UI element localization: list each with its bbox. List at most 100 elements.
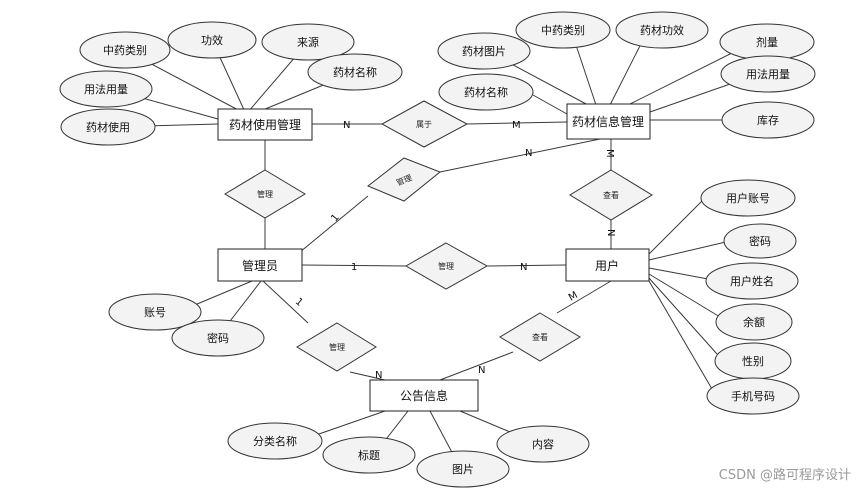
edge-admin-managenotice [262, 280, 309, 324]
edge-notice-content [459, 410, 511, 433]
card-manageinfo-info: N [525, 148, 532, 159]
attr-info-effect-label: 药材功效 [640, 23, 684, 37]
edge-managenotice-notice [349, 371, 386, 381]
attr-user-account-label: 用户账号 [726, 191, 770, 205]
attr-notice-image-label: 图片 [452, 463, 474, 476]
card-viewnotice-notice: N [478, 365, 485, 376]
edge-user-account [648, 197, 706, 255]
card-admin-manageuser: 1 [351, 262, 357, 273]
attr-use-dosage: 用法用量 [59, 70, 153, 108]
edge-notice-image [429, 410, 456, 459]
attr-info-dose: 剂量 [719, 23, 815, 61]
attr-info-stock: 库存 [721, 101, 815, 139]
attr-use-usage-label: 药材使用 [86, 120, 130, 134]
attr-admin-account: 账号 [108, 293, 202, 331]
edge-user-viewnotice [556, 280, 612, 314]
entity-med-info-label: 药材信息管理 [572, 114, 644, 129]
entity-admin-label: 管理员 [242, 258, 278, 273]
attr-user-gender: 性别 [714, 342, 792, 380]
card-info-viewinfo: M [604, 149, 615, 158]
attr-info-name-label: 药材名称 [464, 85, 508, 99]
attr-info-dosage-label: 用法用量 [746, 67, 790, 81]
attr-notice-content: 内容 [496, 425, 590, 463]
rel-manage-use-label: 管理 [257, 189, 273, 199]
entity-med-use-label: 药材使用管理 [229, 117, 301, 132]
attr-use-source: 来源 [261, 23, 355, 61]
edge-notice-category [315, 410, 386, 436]
attr-use-name-label: 药材名称 [333, 65, 377, 79]
edge-user-password [648, 240, 731, 261]
edge-admin-manageuser [301, 264, 407, 267]
attr-use-category: 中药类别 [79, 31, 171, 69]
attr-user-account: 用户账号 [700, 179, 796, 217]
card-viewinfo-user: N [605, 229, 616, 236]
edge-manageinfo-info [439, 138, 601, 173]
watermark: CSDN @路可程序设计 [718, 468, 851, 483]
entity-med-use: 药材使用管理 [217, 108, 313, 141]
attr-use-dosage-label: 用法用量 [84, 82, 128, 96]
attr-user-name: 用户姓名 [705, 262, 799, 300]
attr-use-effect: 功效 [167, 21, 257, 59]
card-user-viewnotice: M [567, 290, 580, 304]
attr-info-category: 中药类别 [515, 11, 611, 49]
edge-belongs-info [466, 121, 568, 125]
attr-user-password: 密码 [723, 223, 797, 259]
attr-info-category-label: 中药类别 [541, 23, 585, 37]
rel-view-notice: 查看 [499, 312, 581, 362]
attr-user-balance: 余额 [715, 303, 793, 341]
attr-notice-category: 分类名称 [227, 422, 323, 460]
attr-notice-image: 图片 [416, 450, 510, 488]
attr-info-name: 药材名称 [438, 73, 534, 111]
attr-notice-content-label: 内容 [532, 437, 554, 451]
attr-use-effect-label: 功效 [201, 33, 223, 47]
card-admin-managenotice: 1 [293, 296, 305, 309]
card-manageuser-user: N [520, 262, 527, 273]
card-belongs-info: M [512, 120, 521, 131]
entity-med-info: 药材信息管理 [566, 103, 651, 140]
attr-admin-account-label: 账号 [144, 306, 166, 319]
entity-admin: 管理员 [217, 248, 303, 282]
entity-notice-label: 公告信息 [400, 388, 448, 403]
edge-user-balance [648, 273, 721, 318]
edge-manageuser-user [486, 264, 567, 267]
rel-manage-use: 管理 [224, 169, 306, 219]
rel-view-info-label: 查看 [603, 190, 619, 200]
attr-user-password-label: 密码 [749, 234, 771, 248]
attr-info-dose-label: 剂量 [756, 35, 778, 49]
edge-viewnotice-notice [439, 351, 514, 381]
attr-notice-category-label: 分类名称 [253, 434, 297, 448]
attr-notice-title: 标题 [322, 436, 416, 474]
attr-admin-password: 密码 [171, 319, 265, 357]
edge-user-phone [648, 280, 713, 390]
attr-user-phone-label: 手机号码 [731, 389, 775, 403]
edge-user-name [648, 267, 709, 280]
rel-belongs: 属于 [380, 100, 469, 148]
rel-manage-user-label: 管理 [438, 261, 454, 271]
edge-admin-password [226, 280, 262, 326]
attr-info-stock-label: 库存 [757, 113, 779, 127]
rel-manage-info: 管理 [367, 157, 441, 202]
attr-admin-password-label: 密码 [207, 331, 229, 345]
card-managenotice-notice: N [375, 370, 382, 381]
entity-notice: 公告信息 [369, 379, 479, 412]
rel-view-notice-label: 查看 [532, 332, 548, 342]
card-use-belongs: N [343, 120, 350, 131]
attr-info-image-label: 药材图片 [462, 44, 506, 58]
attr-use-category-label: 中药类别 [103, 43, 147, 57]
rel-manage-notice-label: 管理 [329, 342, 345, 352]
attr-info-effect: 药材功效 [615, 11, 709, 49]
attr-user-balance-label: 余额 [743, 315, 765, 329]
rel-manage-notice: 管理 [296, 322, 377, 372]
edge-user-gender [648, 277, 718, 355]
edge-admin-manageinfo [299, 195, 369, 253]
attr-user-phone: 手机号码 [706, 377, 800, 415]
rel-belongs-label: 属于 [416, 120, 432, 129]
attr-notice-title-label: 标题 [358, 448, 380, 462]
rel-manage-user: 管理 [404, 242, 489, 290]
card-admin-manageinfo: 1 [329, 212, 342, 224]
rel-view-info: 查看 [569, 169, 653, 221]
attr-use-usage: 药材使用 [60, 108, 156, 146]
attr-info-dosage: 用法用量 [720, 55, 816, 93]
attr-use-source-label: 来源 [297, 35, 319, 49]
